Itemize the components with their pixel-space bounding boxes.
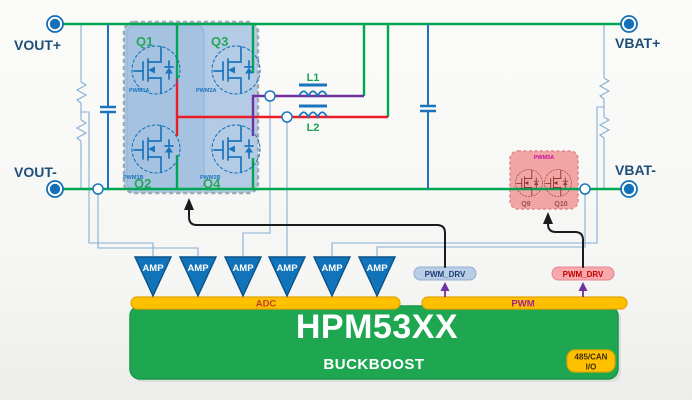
switch-arrowhead bbox=[543, 212, 553, 224]
vbat-divider-resistor-top bbox=[598, 77, 611, 100]
amp-1-label: AMP bbox=[142, 263, 164, 274]
bridge-arrowhead bbox=[184, 198, 194, 210]
l1-current-sense-circle bbox=[264, 90, 276, 102]
pwm-driver-left-label: PWM_DRV bbox=[425, 270, 466, 279]
driver-output-arrows bbox=[184, 198, 584, 268]
vbat-divider-resistor-bottom bbox=[598, 116, 611, 139]
pwm-driver-left: PWM_DRV bbox=[413, 266, 477, 281]
vout-divider-resistor-bottom bbox=[75, 119, 88, 142]
purple-arrowhead-right bbox=[578, 282, 588, 291]
l2-current-sense-circle bbox=[281, 111, 293, 123]
io-badge-line2: I/O bbox=[586, 363, 597, 372]
amp2-sense-wire bbox=[97, 194, 199, 258]
amp-5: AMP bbox=[312, 256, 352, 298]
pwm2b-label: PWM2B bbox=[200, 175, 221, 181]
pwm5a-label: PWM5A bbox=[534, 155, 555, 161]
controller-part-number: HPM53XX bbox=[296, 308, 458, 346]
q3-label: Q3 bbox=[211, 34, 228, 49]
amp5-sense-wire bbox=[331, 106, 604, 258]
vbat-capacitor bbox=[420, 24, 436, 189]
io-badge-line1: 485/CAN bbox=[575, 353, 608, 362]
amp-4-label: AMP bbox=[276, 263, 298, 274]
amp3-sense-wire bbox=[242, 101, 271, 258]
adc-bar-label: ADC bbox=[256, 299, 277, 310]
amp6-sense-wire bbox=[376, 194, 586, 258]
vbat-plus-terminal bbox=[620, 15, 638, 33]
pwm-bar-label: PWM bbox=[511, 299, 534, 310]
pwm-to-driver-arrows bbox=[440, 282, 588, 297]
l2-label: L2 bbox=[307, 122, 320, 134]
vout-minus-label: VOUT- bbox=[14, 164, 57, 180]
switch-node-b-wire-purple bbox=[251, 94, 364, 136]
amp-3-label: AMP bbox=[232, 263, 254, 274]
q4-label: Q4 bbox=[203, 176, 221, 191]
vout-minus-sense-circle bbox=[92, 183, 104, 195]
pwm1b-label: PWM1B bbox=[123, 175, 144, 181]
pwm-bar bbox=[421, 296, 628, 310]
inductor-l1 bbox=[298, 83, 328, 99]
q9-label: Q9 bbox=[521, 201, 530, 208]
bridge-leg-wires bbox=[175, 24, 255, 189]
q10-label: Q10 bbox=[554, 201, 567, 208]
amp-6-label: AMP bbox=[366, 263, 388, 274]
purple-arrowhead-left bbox=[440, 282, 450, 291]
pwm1a-label: PWM1A bbox=[129, 88, 150, 94]
pwm-driver-right-label: PWM_DRV bbox=[563, 270, 604, 279]
amp-1: AMP bbox=[133, 256, 173, 298]
amplifiers: AMP AMP AMP AMP AMP AMP bbox=[133, 256, 397, 298]
green-power-rails bbox=[54, 22, 629, 191]
io-badge: 485/CAN I/O bbox=[566, 349, 616, 373]
pwm-driver-right: PWM_DRV bbox=[551, 266, 615, 281]
amp-2-label: AMP bbox=[187, 263, 209, 274]
amp-4: AMP bbox=[267, 256, 307, 298]
inductor-output-risers bbox=[362, 24, 390, 117]
amp-3: AMP bbox=[223, 256, 263, 298]
vout-divider-resistor-top bbox=[75, 81, 88, 104]
q1-label: Q1 bbox=[136, 34, 153, 49]
terminals bbox=[46, 15, 638, 198]
amp-6: AMP bbox=[357, 256, 397, 298]
vbat-minus-label: VBAT- bbox=[615, 162, 656, 178]
q2-label: Q2 bbox=[134, 176, 151, 191]
amp-5-label: AMP bbox=[321, 263, 343, 274]
driver-to-switch-arrow bbox=[547, 222, 584, 268]
adc-bar bbox=[130, 296, 401, 310]
vout-capacitor bbox=[100, 24, 116, 189]
l1-label: L1 bbox=[307, 72, 320, 84]
vout-plus-label: VOUT+ bbox=[14, 37, 61, 53]
sense-tap-circles bbox=[92, 90, 591, 195]
vout-plus-terminal bbox=[46, 15, 64, 33]
vbat-minus-sense-circle bbox=[579, 183, 591, 195]
controller-mode-label: BUCKBOOST bbox=[323, 356, 424, 373]
amp-2: AMP bbox=[178, 256, 218, 298]
inductor-l2 bbox=[298, 104, 328, 120]
vout-minus-terminal bbox=[46, 180, 64, 198]
vbat-minus-terminal bbox=[620, 180, 638, 198]
pwm2a-label: PWM2A bbox=[196, 88, 217, 94]
driver-to-bridge-arrow bbox=[188, 208, 446, 268]
vbat-plus-label: VBAT+ bbox=[615, 35, 660, 51]
